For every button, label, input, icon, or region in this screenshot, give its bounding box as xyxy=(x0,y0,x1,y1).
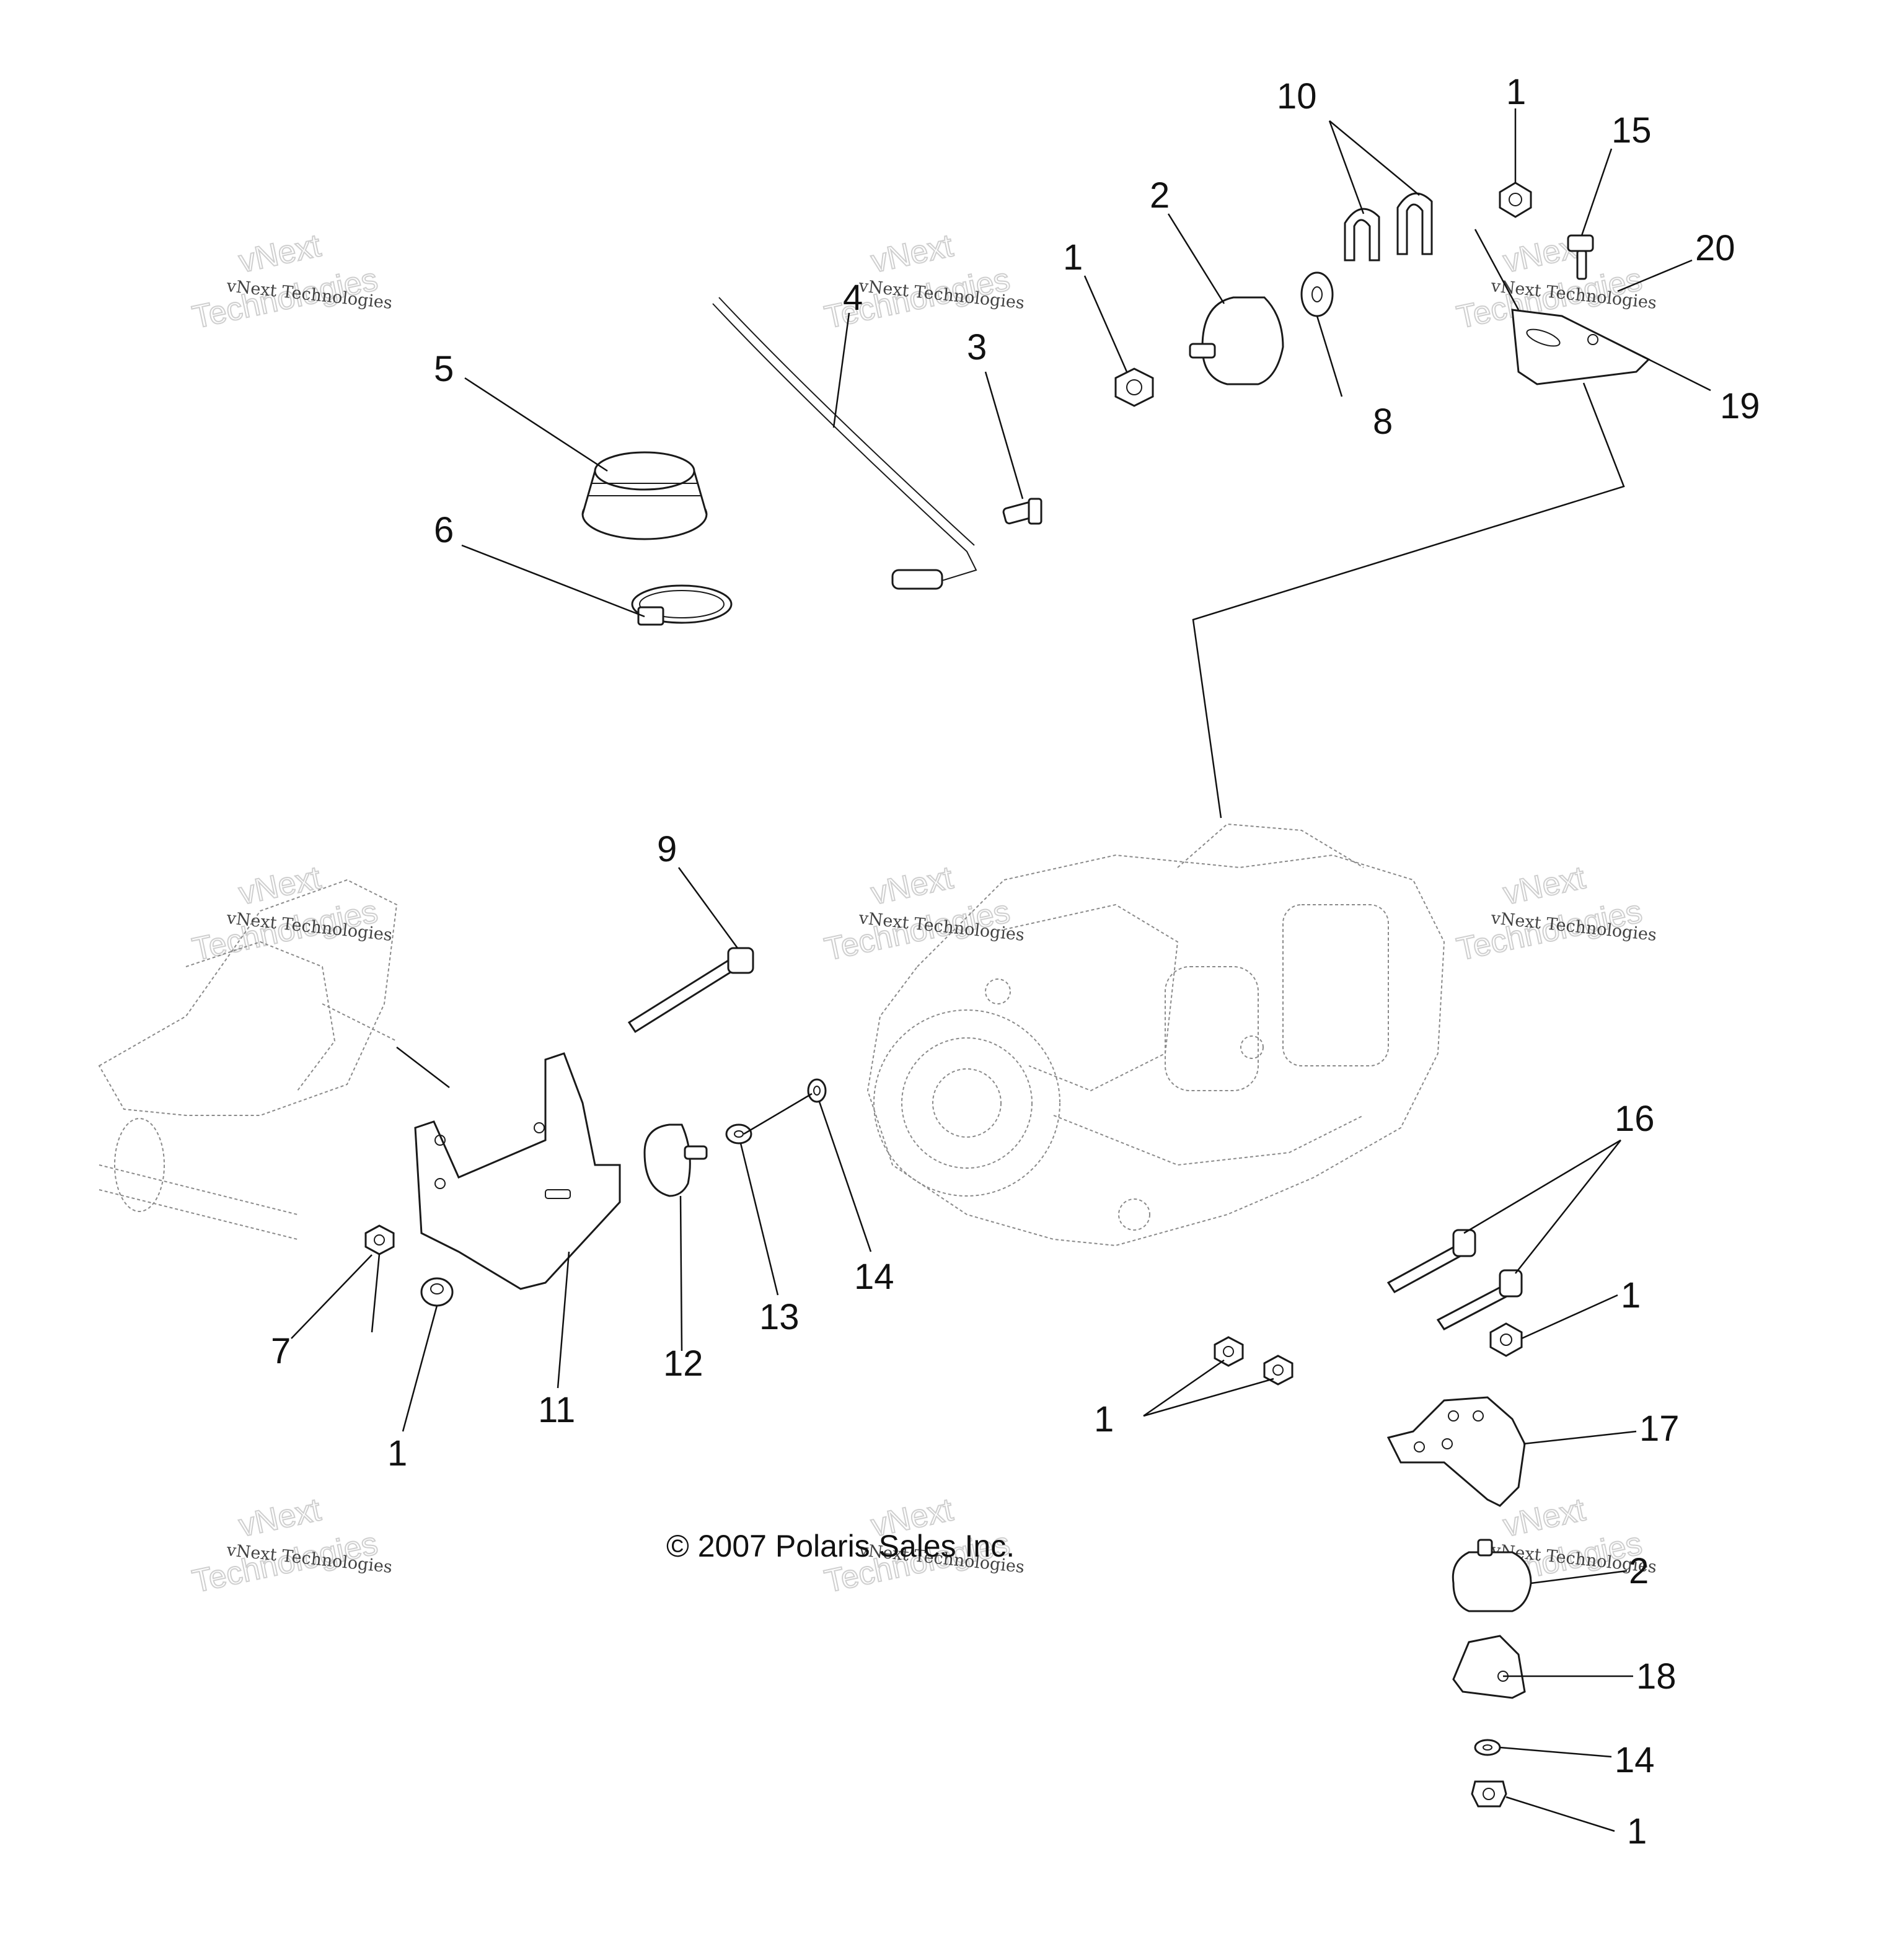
callout-n5: 5 xyxy=(434,349,454,389)
callout-n16: 16 xyxy=(1615,1099,1655,1139)
washer-14-bottom xyxy=(1474,1739,1501,1756)
engine-assembly xyxy=(866,823,1445,1247)
nut-left xyxy=(420,1277,454,1307)
washer-14-mid xyxy=(807,1078,827,1103)
callout-n1-right: 1 xyxy=(1621,1275,1641,1316)
callout-n11: 11 xyxy=(538,1390,575,1430)
hose-clamp xyxy=(631,584,733,626)
callout-n13: 13 xyxy=(759,1297,800,1337)
callout-n12: 12 xyxy=(663,1343,703,1384)
rubber-mount-12 xyxy=(643,1123,708,1197)
callout-n14-bottom: 14 xyxy=(1615,1740,1655,1780)
callout-n18: 18 xyxy=(1636,1656,1677,1697)
washer-13 xyxy=(725,1123,752,1145)
svg-text:vNext: vNext xyxy=(868,227,956,279)
bracket-19 xyxy=(1511,309,1651,385)
copyright-text: © 2007 Polaris Sales Inc. xyxy=(666,1529,1015,1563)
bolts-16 xyxy=(1386,1229,1523,1330)
bolt-15 xyxy=(1567,234,1594,280)
nut-right xyxy=(1489,1322,1523,1357)
nut-7 xyxy=(364,1224,395,1255)
svg-text:vNext: vNext xyxy=(236,1492,324,1544)
leader-lines xyxy=(291,108,1711,1832)
callout-n1-bottom-mid: 1 xyxy=(1094,1399,1114,1439)
watermark-mid-center: vNext Technologies vNext Technologies xyxy=(821,859,1025,968)
watermark-top-left: vNext Technologies vNext Technologies xyxy=(188,227,393,336)
nut-top xyxy=(1114,367,1154,407)
svg-text:vNext: vNext xyxy=(236,227,324,279)
callout-n2-bottom: 2 xyxy=(1629,1551,1649,1591)
nuts-center xyxy=(1214,1336,1294,1386)
mount-bracket-11 xyxy=(414,1052,621,1290)
rubber-mount-top xyxy=(1189,296,1284,385)
callout-n19: 19 xyxy=(1720,386,1760,426)
bracket-17 xyxy=(1386,1396,1526,1507)
watermark-mid-right: vNext Technologies vNext Technologies xyxy=(1453,859,1657,968)
nut-bottom xyxy=(1471,1780,1507,1808)
callout-labels: 1 10 15 2 20 1 4 3 5 19 8 6 9 16 14 1 13… xyxy=(271,72,1760,1852)
watermark-mid-left: vNext Technologies vNext Technologies xyxy=(188,859,393,968)
callout-n6: 6 xyxy=(434,510,454,550)
callout-n7: 7 xyxy=(271,1331,291,1371)
watermark-bottom-left: vNext Technologies vNext Technologies xyxy=(188,1491,393,1600)
callout-n4: 4 xyxy=(843,278,863,318)
callout-n10: 10 xyxy=(1277,76,1317,116)
long-bolt-9 xyxy=(627,947,754,1034)
intake-boot xyxy=(581,451,708,540)
bolt-3 xyxy=(1002,498,1042,525)
svg-text:vNext: vNext xyxy=(1500,1492,1589,1544)
callout-n9: 9 xyxy=(657,829,677,869)
callout-n2-top: 2 xyxy=(1150,175,1170,216)
callout-n8: 8 xyxy=(1373,402,1393,442)
washer-8 xyxy=(1300,271,1334,317)
callout-n1-left: 1 xyxy=(387,1433,407,1474)
callout-n1-mid-top: 1 xyxy=(1063,237,1083,278)
throttle-cable xyxy=(712,297,977,590)
svg-text:vNext: vNext xyxy=(1500,859,1589,912)
callout-n20: 20 xyxy=(1695,228,1735,268)
callout-n3: 3 xyxy=(967,327,987,367)
u-shims xyxy=(1344,192,1433,261)
rubber-mount-bottom xyxy=(1452,1539,1532,1612)
frame-gearcase-assembly xyxy=(98,879,450,1240)
callout-n1-top-right: 1 xyxy=(1506,72,1526,112)
callout-n15: 15 xyxy=(1611,110,1652,151)
callout-n1-bottom: 1 xyxy=(1627,1811,1647,1852)
callout-n17: 17 xyxy=(1639,1408,1680,1449)
svg-text:vNext: vNext xyxy=(868,859,956,912)
callout-n14-mid: 14 xyxy=(854,1257,894,1297)
nut-top-right xyxy=(1499,182,1532,218)
plate-18 xyxy=(1452,1635,1526,1699)
svg-text:vNext: vNext xyxy=(236,859,324,912)
